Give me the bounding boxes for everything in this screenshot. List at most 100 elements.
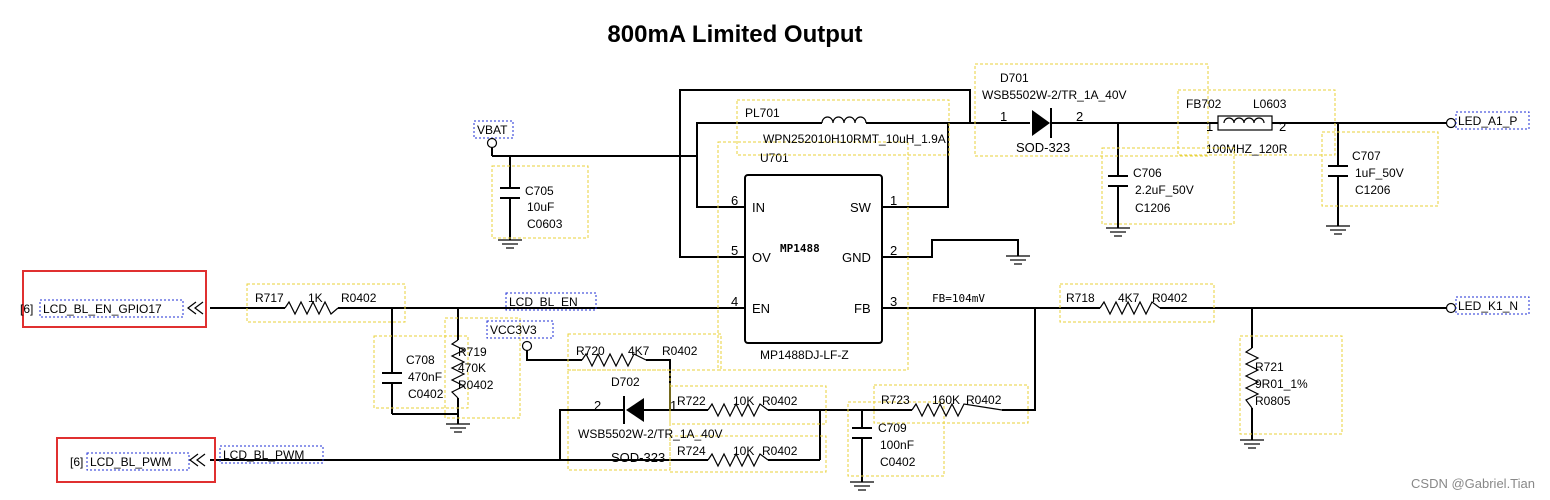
resistor-r718-box bbox=[1059, 283, 1215, 323]
resistor-icon bbox=[911, 402, 1003, 418]
capacitor-c708-package: C0402 bbox=[408, 387, 444, 401]
resistor-icon bbox=[284, 300, 339, 316]
ic-pin-4-number: 4 bbox=[731, 294, 738, 309]
ic-pin-en-name: EN bbox=[752, 301, 770, 316]
ferrite-ref: FB702 bbox=[1186, 97, 1222, 111]
inductor-designator-box bbox=[736, 99, 950, 156]
power-port-icon bbox=[486, 137, 498, 149]
ferrite-fb702: FB702 L0603 100MHZ_120R 1 2 bbox=[1177, 89, 1336, 156]
port-led-a-label: LED_A1_P bbox=[1458, 114, 1517, 128]
diode-d701: D701 WSB5502W-2/TR_1A_40V SOD-323 1 2 bbox=[974, 63, 1209, 157]
resistor-r717-box bbox=[246, 283, 406, 323]
net-en-box bbox=[505, 292, 597, 311]
wire-c708-gnd bbox=[392, 413, 459, 424]
ic-pin-gnd-name: GND bbox=[842, 250, 871, 265]
ground-icon bbox=[1106, 227, 1130, 237]
port-en-name: LCD_BL_EN_GPIO17 bbox=[43, 302, 162, 316]
wire-ov-loop bbox=[679, 89, 971, 258]
port-arrow-icon bbox=[194, 301, 204, 315]
ic-pin-ov-name: OV bbox=[752, 250, 771, 265]
capacitor-c707-package: C1206 bbox=[1355, 183, 1391, 197]
net-vcc3v3: VCC3V3 bbox=[486, 320, 554, 352]
resistor-r721: R721 9R01_1% R0805 bbox=[1239, 335, 1343, 435]
capacitor-c709-ref: C709 bbox=[878, 421, 907, 435]
net-vcc-box bbox=[486, 320, 554, 339]
resistor-r717-package: R0402 bbox=[341, 291, 377, 305]
port-en-sheet-ref: [6] bbox=[20, 302, 33, 316]
ground-icon bbox=[1240, 439, 1264, 449]
resistor-r720-value: 4K7 bbox=[628, 344, 650, 358]
ic-u701-body bbox=[744, 174, 883, 344]
diode-d701-pin1: 1 bbox=[1000, 109, 1007, 124]
capacitor-c705-ref: C705 bbox=[525, 184, 554, 198]
capacitor-c707-value: 1uF_50V bbox=[1355, 166, 1404, 180]
ic-pin-1-number: 1 bbox=[890, 193, 897, 208]
diode-d701-package: SOD-323 bbox=[1016, 140, 1070, 155]
inductor-ref: PL701 bbox=[745, 106, 780, 120]
capacitor-c709-box bbox=[847, 401, 945, 477]
ic-u701-ref: U701 bbox=[760, 151, 789, 165]
diode-d702-value: WSB5502W-2/TR_1A_40V bbox=[578, 427, 723, 441]
ferrite-body bbox=[1217, 115, 1273, 131]
ic-pin-5-number: 5 bbox=[731, 243, 738, 258]
resistor-r719-value: 470K bbox=[458, 361, 486, 375]
resistor-r723: R723 160K R0402 bbox=[873, 384, 1029, 424]
resistor-r719-ref: R719 bbox=[458, 345, 487, 359]
resistor-r718-ref: R718 bbox=[1066, 291, 1095, 305]
resistor-r718: R718 4K7 R0402 bbox=[1059, 283, 1215, 323]
wire-gnd-pin bbox=[882, 239, 1019, 258]
diode-d702-pin1: 1 bbox=[670, 398, 677, 413]
ic-pin-6-number: 6 bbox=[731, 193, 738, 208]
resistor-icon bbox=[1099, 300, 1161, 316]
diode-d701-pin2: 2 bbox=[1076, 109, 1083, 124]
diode-d701-icon bbox=[1032, 110, 1050, 136]
ic-u701: U701 MP1488 MP1488DJ-LF-Z 6 IN 5 OV 4 EN… bbox=[717, 141, 909, 371]
resistor-r722-package: R0402 bbox=[762, 394, 798, 408]
port-arrow-icon bbox=[189, 453, 199, 467]
capacitor-c709-value: 100nF bbox=[880, 438, 914, 452]
port-led-k-box bbox=[1455, 296, 1530, 315]
resistor-icon bbox=[581, 352, 647, 368]
ferrite-pin2: 2 bbox=[1279, 119, 1286, 134]
resistor-r717: R717 1K R0402 bbox=[246, 283, 406, 323]
ic-pin-3-number: 3 bbox=[890, 294, 897, 309]
resistor-r720-package: R0402 bbox=[662, 344, 698, 358]
wire-fb-r723 bbox=[1002, 308, 1036, 411]
resistor-r723-box bbox=[873, 384, 1029, 424]
port-pwm-name: LCD_BL_PWM bbox=[90, 455, 171, 469]
ferrite-value: 100MHZ_120R bbox=[1206, 142, 1288, 156]
ground-symbols bbox=[446, 225, 1350, 491]
capacitor-c708-value: 470nF bbox=[408, 370, 442, 384]
diode-d701-designator-box bbox=[974, 63, 1209, 157]
power-port-icon bbox=[521, 340, 533, 352]
resistor-r718-package: R0402 bbox=[1152, 291, 1188, 305]
ground-icon bbox=[850, 481, 874, 491]
capacitor-c708-ref: C708 bbox=[406, 353, 435, 367]
capacitor-c706-value: 2.2uF_50V bbox=[1135, 183, 1194, 197]
ground-icon bbox=[498, 239, 522, 249]
capacitor-c707-box bbox=[1321, 131, 1439, 207]
capacitor-c707-ref: C707 bbox=[1352, 149, 1381, 163]
capacitor-c705: C705 10uF C0603 bbox=[491, 165, 589, 239]
ic-u701-marking: MP1488 bbox=[780, 242, 820, 255]
net-lcd-bl-en: LCD_BL_EN bbox=[505, 292, 597, 311]
resistor-icon bbox=[707, 402, 769, 418]
resistor-r724: R724 10K R0402 bbox=[669, 435, 827, 473]
ferrite-part: L0603 bbox=[1253, 97, 1287, 111]
resistor-r723-package: R0402 bbox=[966, 393, 1002, 407]
port-pwm-box bbox=[86, 452, 190, 471]
capacitor-c705-value: 10uF bbox=[527, 200, 554, 214]
inductor-pl701: PL701 WPN252010H10RMT_10uH_1.9A bbox=[736, 99, 950, 156]
capacitor-c706: C706 2.2uF_50V C1206 bbox=[1101, 147, 1235, 225]
diode-d702-pin2: 2 bbox=[594, 398, 601, 413]
resistor-r721-ref: R721 bbox=[1255, 360, 1284, 374]
resistor-r722: R722 10K R0402 bbox=[669, 385, 827, 425]
inductor-coil-icon bbox=[821, 116, 867, 124]
resistor-icon bbox=[1244, 347, 1260, 409]
ferrite-designator-box bbox=[1177, 89, 1336, 156]
resistor-r720-ref: R720 bbox=[576, 344, 605, 358]
port-arrow-icon bbox=[187, 301, 197, 315]
ferrite-pin1: 1 bbox=[1206, 119, 1213, 134]
wire-d702-anode bbox=[559, 409, 624, 460]
